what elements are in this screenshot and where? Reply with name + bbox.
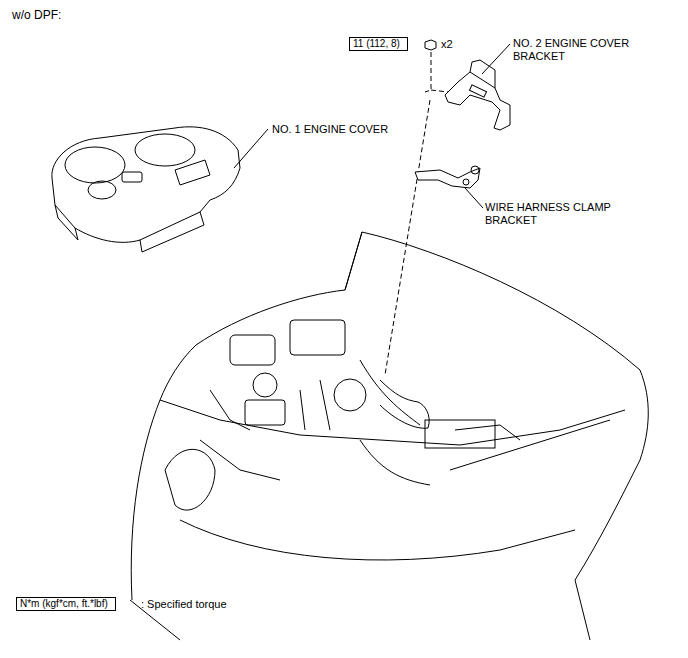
install-line — [385, 52, 431, 375]
diagram-title: w/o DPF: — [12, 9, 61, 22]
part-label: NO. 2 ENGINE COVER BRACKET — [513, 37, 638, 63]
part-label: NO. 1 ENGINE COVER — [272, 123, 412, 136]
quantity-label: x2 — [441, 38, 471, 51]
clamp-bracket — [415, 166, 480, 188]
part-label: WIRE HARNESS CLAMP BRACKET — [485, 201, 620, 227]
engine-cover — [52, 127, 240, 252]
nut — [425, 40, 436, 50]
leader-line — [465, 188, 483, 208]
install-line — [431, 90, 448, 92]
legend-note: : Specified torque — [141, 598, 261, 611]
leader-line — [234, 129, 268, 168]
unit-box: N*m (kgf*cm, ft.*lbf) — [16, 597, 116, 611]
engine-bay — [200, 320, 520, 485]
box-text: N*m (kgf*cm, ft.*lbf) — [20, 598, 108, 609]
box-text: 11 (112, 8) — [353, 38, 400, 49]
torque-box: 11 (112, 8) — [349, 37, 408, 51]
vehicle-outline — [130, 232, 648, 640]
leader-line — [482, 44, 510, 74]
cover-bracket — [445, 60, 510, 130]
